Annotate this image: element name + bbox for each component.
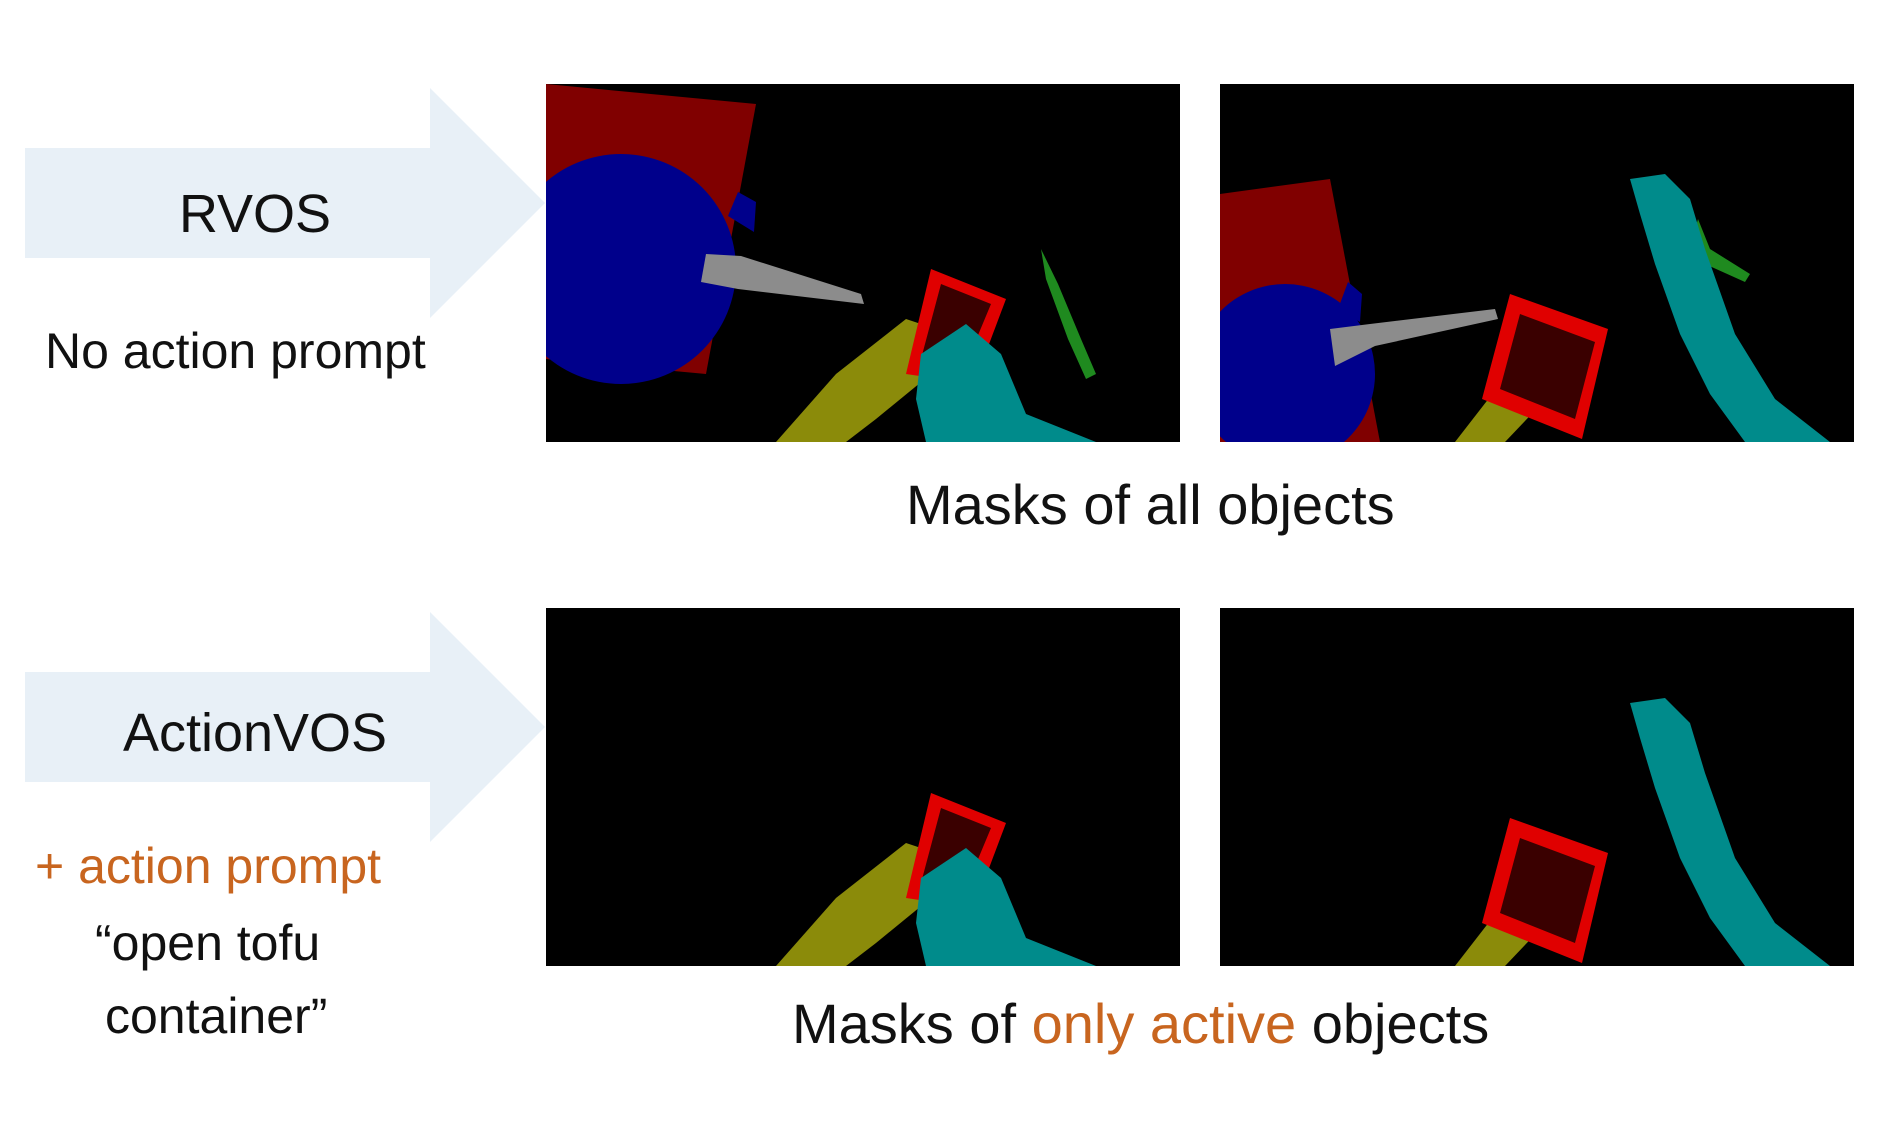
caption-suffix: objects bbox=[1296, 992, 1490, 1055]
bowl-mask bbox=[546, 154, 736, 384]
bowl-handle-mask bbox=[1338, 282, 1362, 322]
bowl-handle-mask bbox=[728, 192, 756, 232]
spatula-mask bbox=[701, 254, 864, 304]
right-hand-mask bbox=[1630, 698, 1830, 966]
bowl-mask bbox=[1220, 284, 1375, 442]
action-prompt-text: + action prompt bbox=[35, 838, 382, 894]
caption-text: Masks of all objects bbox=[906, 473, 1395, 536]
right-hand-mask bbox=[1630, 174, 1830, 442]
rvos-caption: Masks of all objects bbox=[906, 477, 1395, 533]
tofu-mask bbox=[1500, 838, 1595, 943]
rvos-mask-frame-2 bbox=[1220, 84, 1854, 442]
rvos-label: RVOS bbox=[178, 184, 332, 244]
right-hand-mask bbox=[916, 848, 1096, 966]
actionvos-caption: Masks of only active objects bbox=[792, 996, 1489, 1052]
right-hand-mask bbox=[916, 324, 1096, 442]
caption-highlight: only active bbox=[1031, 992, 1297, 1055]
knife-mask bbox=[1694, 219, 1750, 282]
actionvos-mask-frame-2 bbox=[1220, 608, 1854, 966]
prompt-quote-line-2: container” bbox=[105, 988, 328, 1044]
left-hand-mask bbox=[776, 843, 936, 966]
rvos-arrow bbox=[25, 88, 545, 318]
spatula-mask bbox=[1330, 309, 1498, 366]
actionvos-mask-frame-1 bbox=[546, 608, 1180, 966]
rvos-mask-frame-1 bbox=[546, 84, 1180, 442]
no-action-prompt-text: No action prompt bbox=[45, 323, 426, 379]
knife-mask bbox=[1041, 249, 1096, 379]
tofu-mask bbox=[1500, 314, 1595, 419]
left-hand-mask bbox=[776, 319, 936, 442]
caption-prefix: Masks of bbox=[792, 992, 1032, 1055]
prompt-quote-line-1: “open tofu bbox=[95, 915, 321, 971]
actionvos-arrow bbox=[25, 612, 545, 842]
actionvos-label: ActionVOS bbox=[122, 703, 388, 763]
